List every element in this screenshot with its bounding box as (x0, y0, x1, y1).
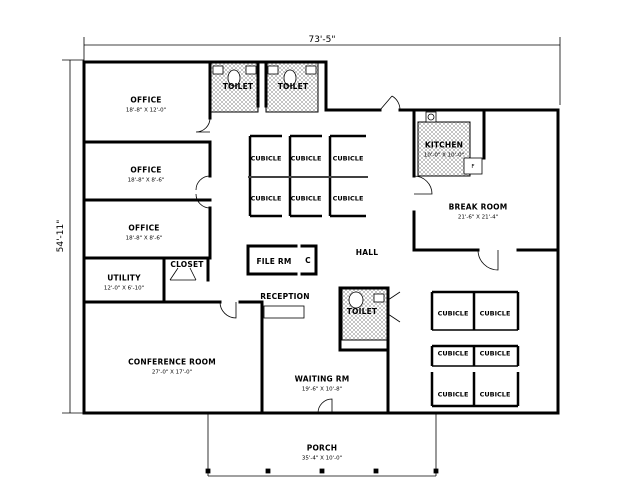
doors (169, 95, 499, 414)
fixtures (212, 65, 483, 319)
walls (82, 60, 560, 415)
dimension-lines (62, 37, 561, 414)
porch-structure (205, 413, 439, 477)
cubicle-partitions (248, 134, 520, 408)
